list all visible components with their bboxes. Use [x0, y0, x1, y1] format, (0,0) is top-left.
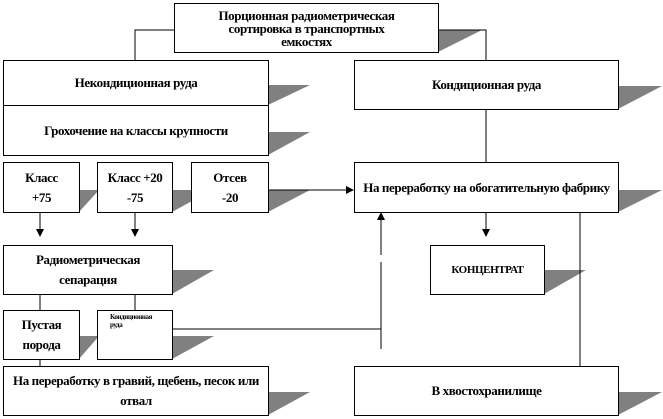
concentrate-label: КОНЦЕНТРАТ — [451, 264, 524, 276]
waste-rock-box: Пустая порода — [3, 310, 80, 360]
portion-sorting-label: Порционная радиометрическая сортировка в… — [218, 7, 395, 49]
class-75-label: Класс +75 — [25, 169, 58, 205]
portion-sorting-box: Порционная радиометрическая сортировка в… — [174, 3, 439, 53]
box-shadows — [79, 30, 662, 415]
radiometric-separation-label: Радиометрическая сепарация — [35, 252, 141, 287]
nonconditioned-ore-label: Некондиционная руда — [74, 75, 198, 90]
concentrate-box: КОНЦЕНТРАТ — [430, 245, 545, 295]
screenings-box: Отсев -20 — [191, 162, 269, 213]
class-20-75-box: Класс +20 -75 — [97, 162, 173, 213]
radiometric-separation-box: Радиометрическая сепарация — [3, 245, 173, 295]
to-plant-label: На переработку на обогатительную фабрику — [363, 179, 610, 195]
nonconditioned-ore-box: Некондиционная руда — [3, 60, 269, 106]
to-tailings-label: В хвостохранилище — [431, 383, 542, 398]
conditioned-ore-label: Кондиционная руда — [431, 77, 542, 92]
class-75-box: Класс +75 — [3, 162, 80, 213]
conditioned-ore-small-label: Кондиционная руда — [110, 313, 152, 329]
screening-label: Грохочение на классы крупности — [44, 122, 228, 138]
waste-rock-label: Пустая порода — [21, 317, 62, 352]
class-20-75-label: Класс +20 -75 — [107, 169, 163, 205]
screening-box: Грохочение на классы крупности — [3, 105, 269, 156]
to-gravel-box: На переработку в гравий, щебень, песок и… — [3, 366, 269, 416]
screenings-label: Отсев -20 — [213, 169, 247, 205]
conditioned-ore-box: Кондиционная руда — [354, 60, 619, 110]
to-gravel-label: На переработку в гравий, щебень, песок и… — [13, 373, 259, 408]
conditioned-ore-small-box: Кондиционная руда — [97, 310, 173, 360]
to-plant-box: На переработку на обогатительную фабрику — [354, 162, 619, 213]
to-tailings-box: В хвостохранилище — [354, 366, 619, 416]
